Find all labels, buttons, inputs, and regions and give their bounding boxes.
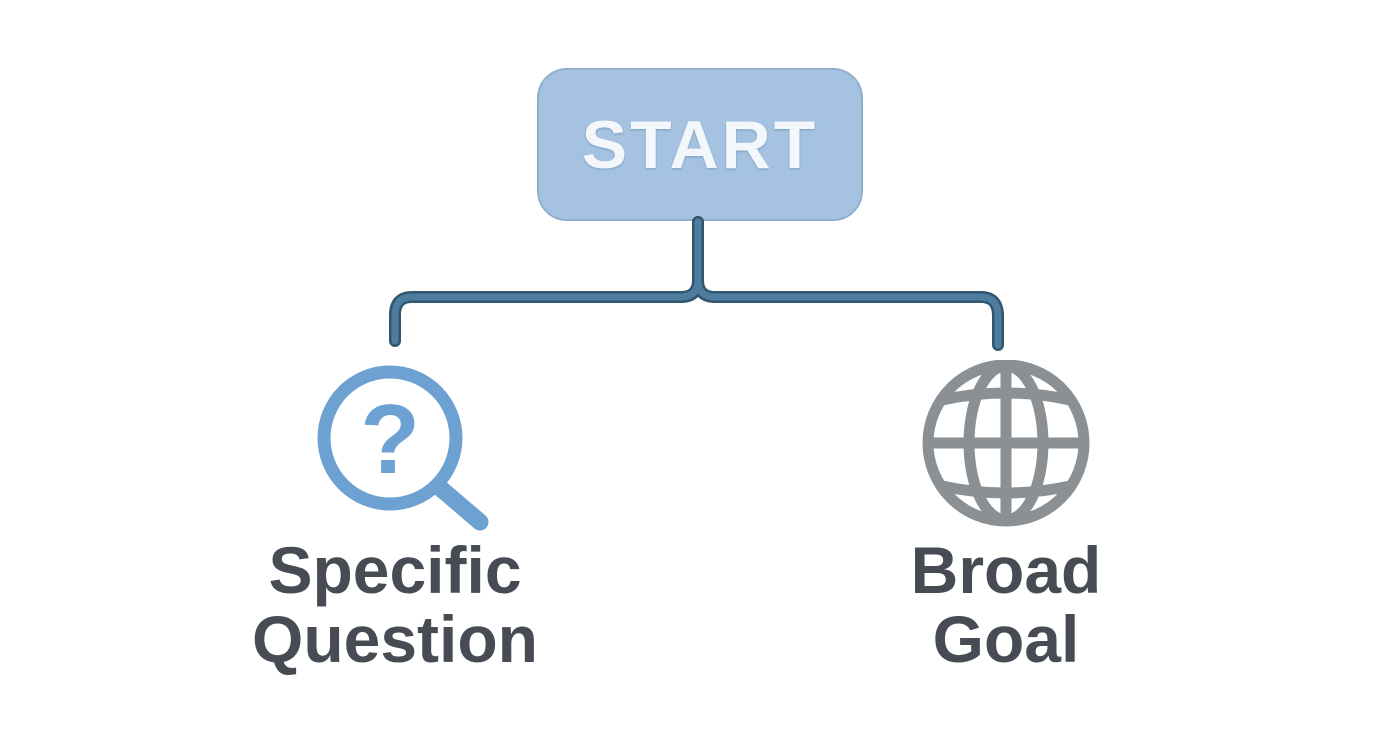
globe-icon [922, 360, 1090, 527]
branch-label-line: Broad [910, 533, 1102, 607]
connector-branch-left [389, 216, 704, 347]
branch-label-broad-goal: Broad Goal [796, 536, 1216, 674]
branch-label-line: Goal [932, 602, 1080, 676]
magnifier-handle [430, 478, 489, 531]
start-node: START [537, 68, 863, 221]
connector-branch-left-highlight [391, 218, 702, 345]
connector-branch-right [692, 216, 1004, 351]
start-node-label: START [581, 106, 819, 183]
branch-label-line: Specific [268, 533, 522, 607]
question-mark-glyph: ? [360, 384, 420, 494]
globe-north-latitude [940, 387, 1072, 406]
globe-south-latitude [940, 480, 1072, 499]
magnifier-lens-circle [317, 365, 463, 511]
branch-label-specific-question: Specific Question [185, 536, 605, 674]
branch-label-line: Question [251, 602, 538, 676]
connector-branch-right-highlight [694, 218, 1002, 349]
magnifier-question-icon: ? [317, 365, 489, 531]
